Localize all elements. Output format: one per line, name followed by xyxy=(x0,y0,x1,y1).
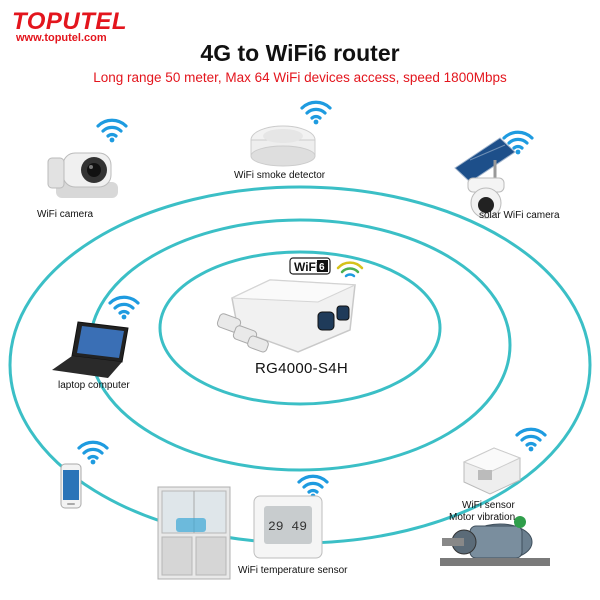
label-motor-vibration: Motor vibration xyxy=(449,512,516,523)
thermometer-icon: 29 49 xyxy=(253,495,323,559)
svg-text:6: 6 xyxy=(319,262,325,273)
wifi-icon xyxy=(515,427,547,453)
router-model: RG4000-S4H xyxy=(255,360,349,377)
label-wifi-camera: WiFi camera xyxy=(37,209,94,220)
page-subtitle: Long range 50 meter, Max 64 WiFi devices… xyxy=(93,70,507,85)
svg-text:WiFi: WiFi xyxy=(294,260,319,274)
label-wifi-sensor: WiFi sensor xyxy=(462,500,515,511)
wifi-icon xyxy=(77,440,109,466)
sensor-icon xyxy=(462,447,522,495)
wifi-icon xyxy=(96,118,128,144)
motor-icon xyxy=(440,516,550,566)
brand-url[interactable]: www.toputel.com xyxy=(16,32,107,44)
smoke-detector-icon xyxy=(250,125,316,167)
page-title: 4G to WiFi6 router xyxy=(200,40,400,66)
label-laptop: laptop computer xyxy=(58,380,130,391)
label-solar-camera: solar WiFi camera xyxy=(479,210,560,221)
router-icon xyxy=(216,279,356,353)
wifi-icon xyxy=(300,100,332,127)
color-wifi-icon xyxy=(336,261,364,278)
coverage-rings xyxy=(8,185,592,545)
brand-logo: TOPUTEL xyxy=(12,8,128,35)
wifi6-badge: WiFi 6 xyxy=(289,257,331,275)
camera-icon xyxy=(47,152,118,198)
ring-inner xyxy=(158,250,442,406)
wifi-icon xyxy=(297,474,329,500)
svg-text:29 49: 29 49 xyxy=(268,519,307,534)
label-smoke-detector: WiFi smoke detector xyxy=(234,170,326,181)
label-temp-sensor: WiFi temperature sensor xyxy=(238,565,348,576)
solar-camera-icon xyxy=(454,137,516,219)
phone-icon xyxy=(60,463,82,509)
laptop-icon xyxy=(52,321,129,378)
fridge-icon xyxy=(157,486,231,580)
wifi-icon xyxy=(108,295,140,321)
